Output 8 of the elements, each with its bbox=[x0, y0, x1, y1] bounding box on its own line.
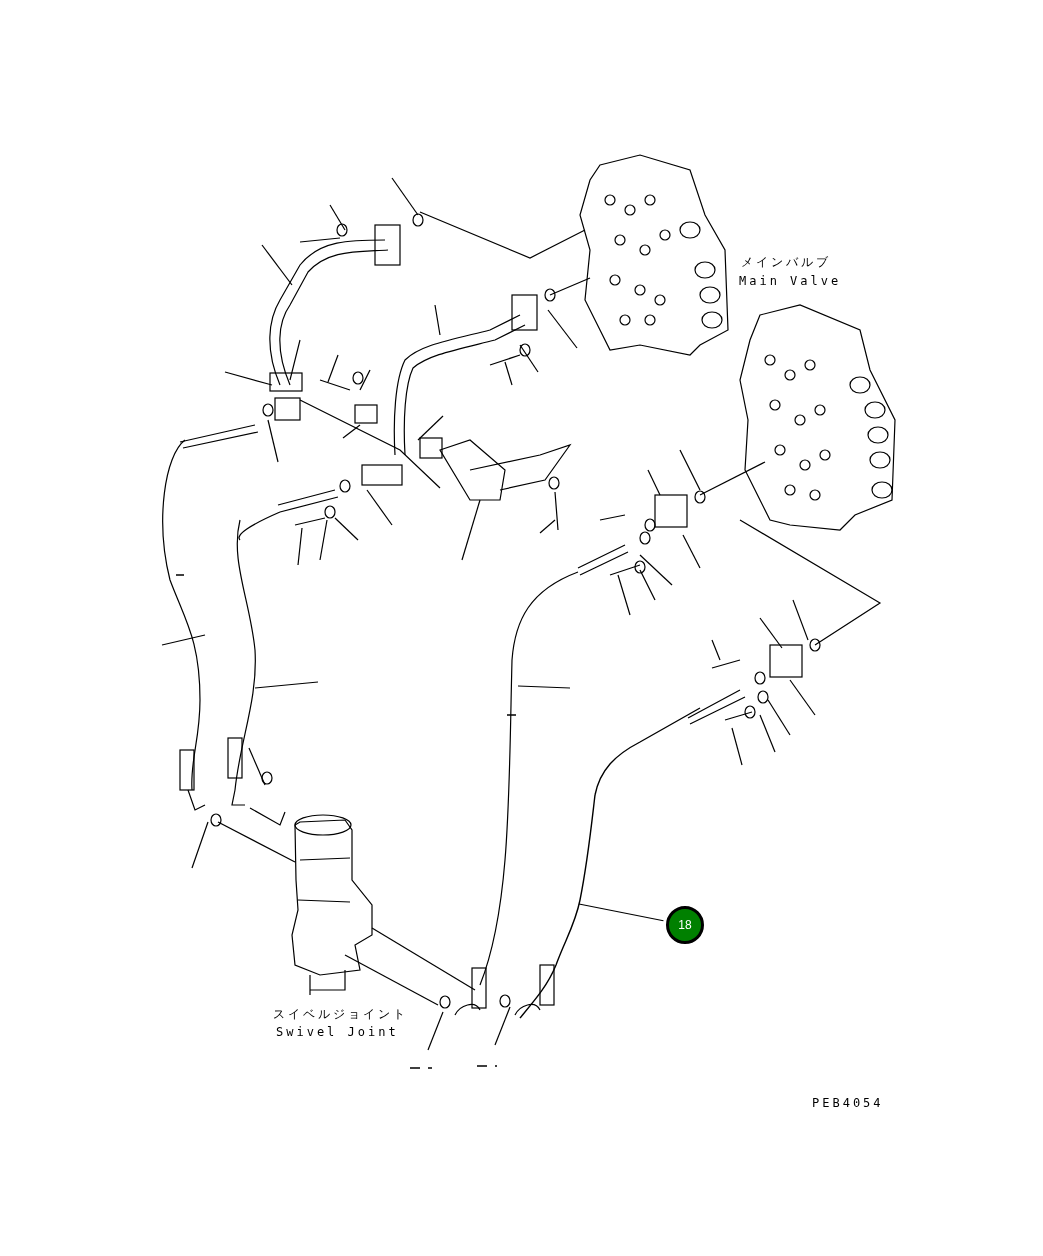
part-label: Swivel Joint bbox=[276, 1026, 399, 1038]
leader-line bbox=[578, 903, 664, 922]
callout-number: 18 bbox=[666, 906, 704, 944]
hose bbox=[519, 794, 596, 1019]
part-label: Main Valve bbox=[739, 275, 842, 287]
part-label: スイベルジョイント bbox=[273, 1008, 408, 1020]
drawing-number: PEB4054 bbox=[812, 1097, 884, 1109]
part-label: メインバルブ bbox=[741, 256, 831, 268]
